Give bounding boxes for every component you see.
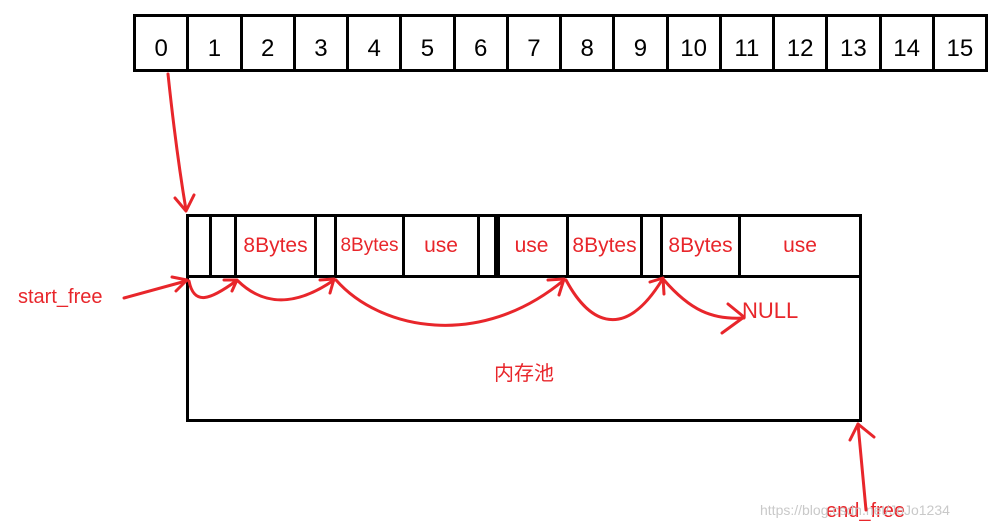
start-free-label: start_free <box>18 286 103 308</box>
memory-block <box>212 217 237 275</box>
arrow-head <box>848 422 876 442</box>
index-cell: 10 <box>669 17 722 69</box>
free-list-index-array: 0 1 2 3 4 5 6 7 8 9 10 11 12 13 14 15 <box>133 14 988 72</box>
arrow-head <box>720 302 746 335</box>
index-cell: 8 <box>562 17 616 69</box>
index-cell: 0 <box>136 17 190 69</box>
memory-block-row: 8Bytes 8Bytes use use 8Bytes 8Bytes use <box>189 217 859 278</box>
null-label: NULL <box>742 298 799 323</box>
memory-pool-label: 内存池 <box>494 361 554 385</box>
memory-block-8bytes: 8Bytes <box>237 217 317 275</box>
free-list-link <box>187 279 238 300</box>
index-cell: 6 <box>456 17 509 69</box>
memory-block <box>643 217 663 275</box>
memory-block-use: use <box>405 217 480 275</box>
index-cell: 4 <box>349 17 403 69</box>
index-cell: 3 <box>296 17 349 69</box>
arrow-head <box>648 276 666 296</box>
arrow-head <box>170 275 189 293</box>
index-cell: 1 <box>189 17 243 69</box>
index-cell: 5 <box>402 17 456 69</box>
index-cell: 14 <box>882 17 935 69</box>
index-cell: 12 <box>775 17 829 69</box>
free-list-link <box>564 278 664 322</box>
memory-block-use: use <box>783 234 817 257</box>
memory-pool: 8Bytes 8Bytes use use 8Bytes 8Bytes use … <box>186 214 862 422</box>
index-cell: 7 <box>509 17 562 69</box>
memory-block-8bytes: 8Bytes <box>337 217 405 275</box>
memory-block <box>189 217 212 275</box>
arrow-head <box>546 277 566 297</box>
index-to-pool-arrow <box>166 72 188 212</box>
index-cell: 2 <box>243 17 296 69</box>
index-cell: 13 <box>828 17 882 69</box>
arrow-head <box>173 193 196 213</box>
free-list-link <box>662 278 746 320</box>
memory-block <box>480 217 497 275</box>
arrow-head <box>318 277 336 295</box>
start-free-arrow <box>122 279 188 300</box>
memory-block-8bytes: 8Bytes <box>569 217 643 275</box>
memory-block <box>497 217 500 275</box>
end-free-arrow <box>856 422 868 512</box>
memory-block <box>317 217 337 275</box>
memory-block-8bytes: 8Bytes <box>663 217 741 275</box>
watermark: https://blog.csdn.net/JoJo1234 <box>760 502 950 518</box>
index-cell: 15 <box>946 35 974 62</box>
free-list-link <box>334 278 566 327</box>
index-cell: 9 <box>615 17 669 69</box>
index-cell: 11 <box>722 17 775 69</box>
free-list-link <box>236 278 336 302</box>
memory-block-use: use <box>497 217 569 275</box>
